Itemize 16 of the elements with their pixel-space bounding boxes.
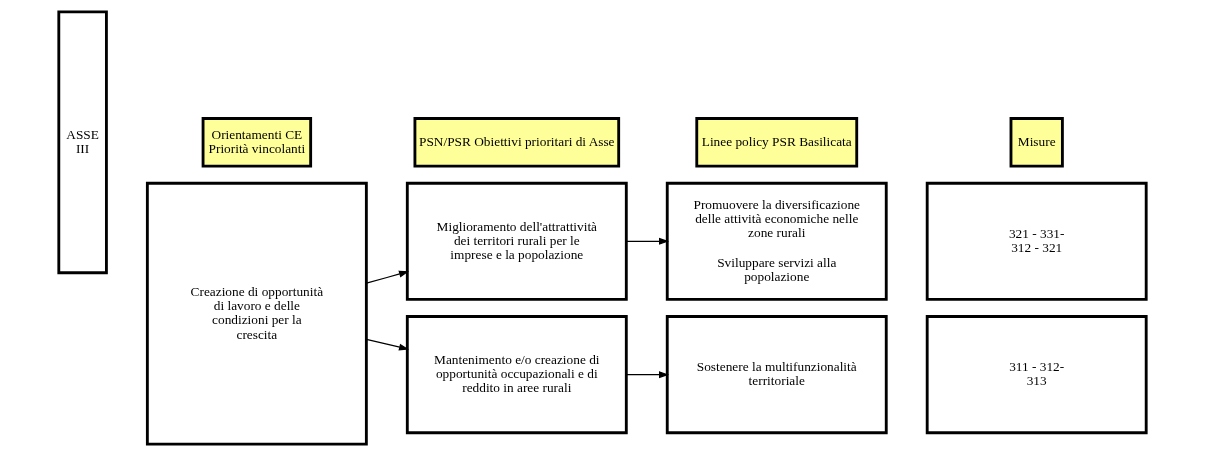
arrow: [625, 371, 670, 379]
node-box: Creazione di opportunità di lavoro e delle condizioni per la crescita: [145, 181, 368, 446]
node-box: Sostenere la multifunzionalità territoriale: [665, 315, 888, 435]
node-box: ASSE III: [57, 10, 108, 275]
node-box: Mantenimento e/o creazione di opportunità occupazionali e di reddito in aree rurali: [405, 315, 628, 435]
node-box: Orientamenti CE Priorità vincolanti: [201, 117, 313, 168]
node-box: Miglioramento dell'attrattività dei territori rurali per le imprese e la popolazione: [405, 181, 628, 301]
node-box: Promuovere la diversificazione delle attività economiche nelle zone rurali Sviluppare servizi alla popolazione: [665, 181, 888, 301]
arrow: [365, 270, 410, 284]
node-box: PSN/PSR Obiettivi prioritari di Asse: [413, 117, 621, 168]
arrow: [365, 338, 410, 351]
node-box: 311 - 312- 313: [925, 315, 1148, 435]
node-box: 321 - 331- 312 - 321: [925, 181, 1148, 301]
node-box: Linee policy PSR Basilicata: [695, 117, 859, 168]
arrow: [625, 237, 670, 245]
node-box: Misure: [1009, 117, 1064, 168]
